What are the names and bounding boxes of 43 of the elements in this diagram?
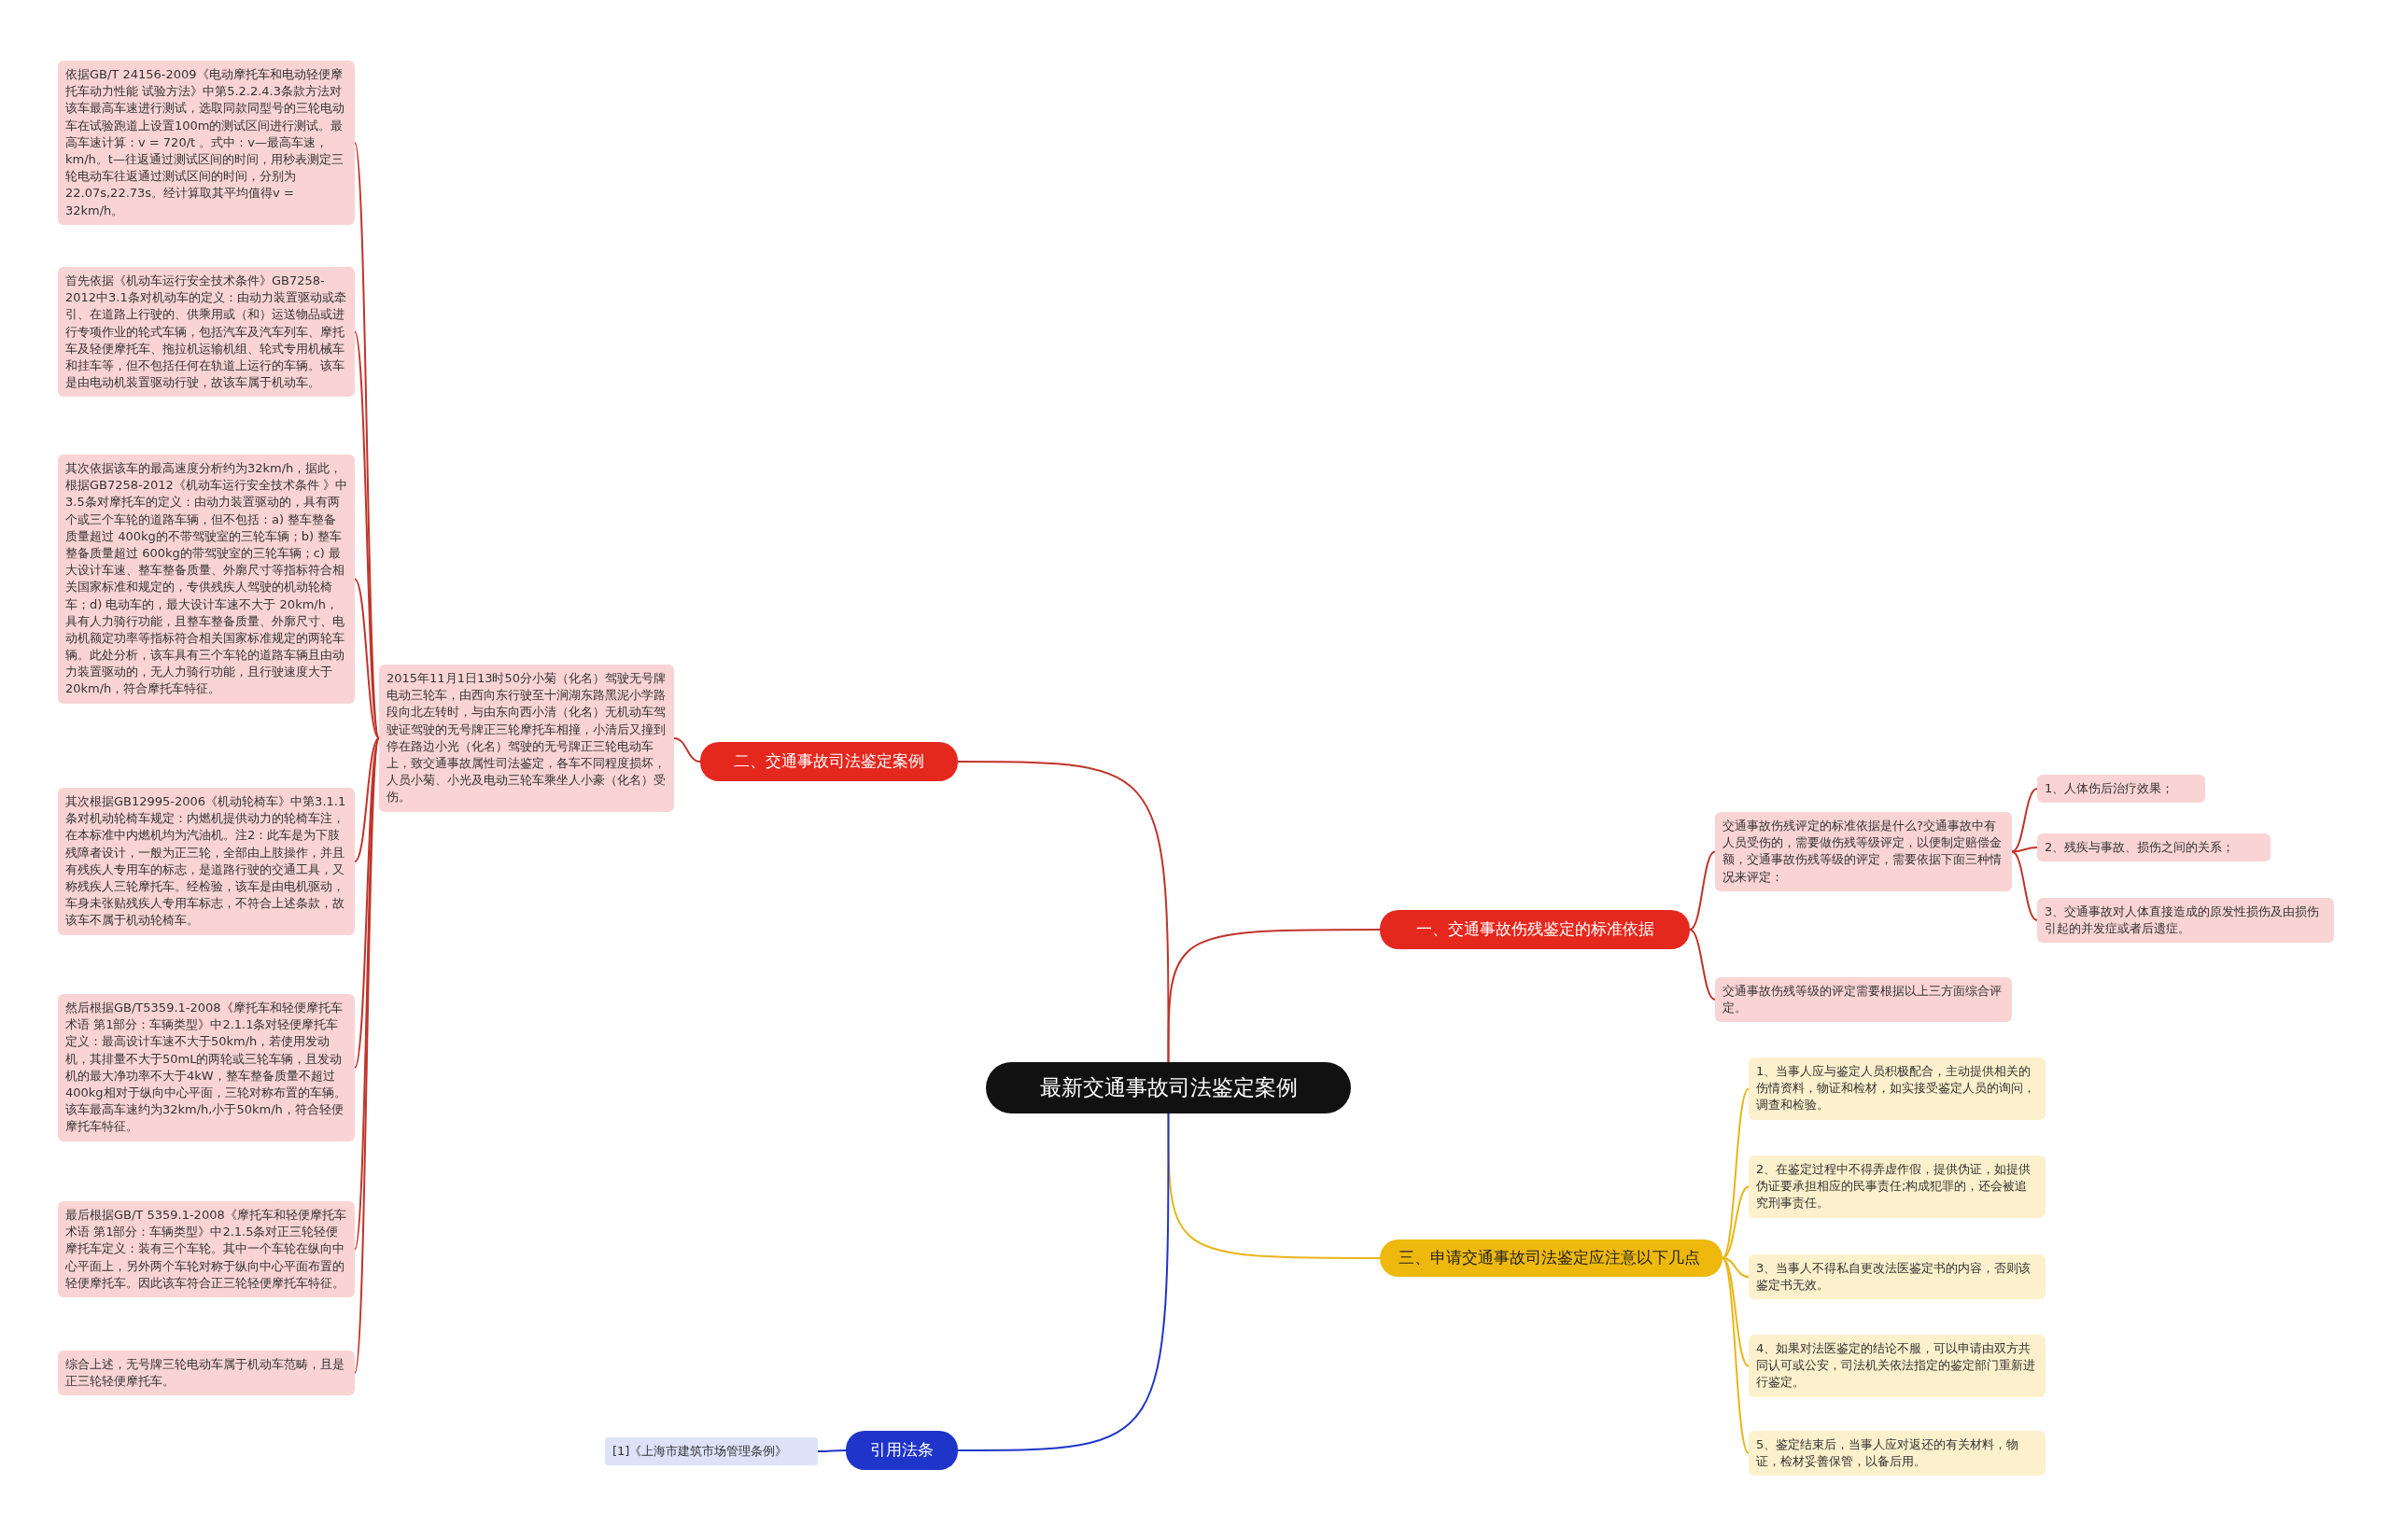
central-topic: 最新交通事故司法鉴定案例 — [986, 1062, 1351, 1114]
connector-line — [1167, 929, 1381, 1063]
connector-line — [1689, 850, 1716, 931]
note-card: 4、如果对法医鉴定的结论不服，可以申请由双方共同认可或公安，司法机关依法指定的鉴定部门重新进行鉴定。 — [1749, 1335, 2046, 1397]
note-card: 3、当事人不得私自更改法医鉴定书的内容，否则该鉴定书无效。 — [1749, 1254, 2046, 1300]
note-card: 综合上述，无号牌三轮电动车属于机动车范畴，且是正三轮轻便摩托车。 — [58, 1351, 355, 1396]
connector-line — [354, 330, 380, 739]
connector-line — [354, 578, 380, 739]
connector-line — [1167, 1113, 1381, 1259]
note-card: 其次依据该车的最高速度分析约为32km/h，据此，根据GB7258-2012《机动车运行安全技术条件 》中3.5条对摩托车的定义：由动力装置驱动的，具有两个或三个车轮的道路车辆，但不包括：a) 整车整备质量超过 400kg的不带驾驶室的三轮车辆；b) 整车整备质量超过 600kg的带驾驶室的三轮车辆；c) 最大设计车速、整车整备质量、外廓尺寸等指标符合相关国家标准和规定的，专供残疾人驾驶的机动轮椅车；d) 电动车的，最大设计车速不大于 20km/h，具有人力骑行功能，且整车整备质量、外廓尺寸、电动机额定功率等指标符合相关国家标准规定的两轮车辆。此处分析，该车具有三个车轮的道路车辆且由动力装置驱动的，无人力骑行功能，且行驶速度大于20km/h，符合摩托车特征。 — [58, 455, 355, 704]
note-card: 依据GB/T 24156-2009《电动摩托车和电动轻便摩托车动力性能 试验方法》中第5.2.2.4.3条款方法对该车最高车速进行测试，选取同款同型号的三轮电动车在试验跑道上设置100m的测试区间进行测试。最高车速计算：v = 720/t 。式中：v—最高车速，km/h。t—往返通过测试区间的时间，用秒表测定三轮电动车往返通过测试区间的时间，分别为22.07s,22.73s。经计算取其平均值得v = 32km/h。 — [58, 61, 355, 225]
connector-line — [1722, 1257, 1750, 1454]
note-card: 首先依据《机动车运行安全技术条件》GB7258-2012中3.1条对机动车的定义：由动力装置驱动或牵引、在道路上行驶的、供乘用或（和）运送物品或进行专项作业的轮式车辆，包括汽车及汽车列车、摩托车及轻便摩托车、拖拉机运输机组、轮式专用机械车和挂车等，但不包括任何在轨道上运行的车辆。该车是由电动机装置驱动行驶，故该车属于机动车。 — [58, 267, 355, 398]
branch-topic: 三、申请交通事故司法鉴定应注意以下几点 — [1380, 1239, 1722, 1277]
note-card: 2015年11月1日13时50分小菊（化名）驾驶无号牌电动三轮车，由西向东行驶至十涧湖东路黑泥小学路段向北左转时，与由东向西小清（化名）无机动车驾驶证驾驶的无号牌正三轮摩托车相撞，小清后又撞到停在路边小光（化名）驾驶的无号牌正三轮电动车上，致交通事故属性司法鉴定，各车不同程度损坏，人员小菊、小光及电动三轮车乘坐人小豪（化名）受伤。 — [379, 665, 674, 812]
note-card: 然后根据GB/T5359.1-2008《摩托车和轻便摩托车术语 第1部分：车辆类型》中2.1.1条对轻便摩托车定义：最高设计车速不大于50km/h，若使用发动机，其排量不大于50mL的两轮或三轮车辆，且发动机的最大净功率不大于4kW，整车整备质量不超过400kg相对于纵向中心平面，三轮对称布置的车辆。该车最高车速约为32km/h,小于50km/h，符合轻便摩托车特征。 — [58, 994, 355, 1141]
connector-line — [673, 737, 701, 763]
connector-line — [1722, 1185, 1750, 1259]
connector-line — [354, 737, 380, 862]
note-card: 1、当事人应与鉴定人员积极配合，主动提供相关的伤情资料，物证和检材，如实接受鉴定人员的询问，调查和检验。 — [1749, 1057, 2046, 1120]
connector-line — [2011, 850, 2038, 921]
connector-line — [1722, 1257, 1750, 1278]
connector-line — [1689, 929, 1716, 1001]
note-card: 3、交通事故对人体直接造成的原发性损伤及由损伤引起的并发症或者后遗症。 — [2037, 898, 2334, 944]
note-card: 2、残疾与事故、损伤之间的关系； — [2037, 833, 2270, 862]
branch-topic: 引用法条 — [846, 1431, 958, 1470]
note-card: 5、鉴定结束后，当事人应对返还的有关材料，物证，检材妥善保管，以备后用。 — [1749, 1431, 2046, 1477]
note-card: 其次根据GB12995-2006《机动轮椅车》中第3.1.1条对机动轮椅车规定：内燃机提供动力的轮椅车注，在本标准中内燃机均为汽油机。注2：此车是为下肢残障者设计，一般为正三轮，全部由上肢操作，并且有残疾人专用车的标志，是道路行驶的交通工具，又称残疾人三轮摩托车。经检验，该车是由电机驱动，车身未张贴残疾人专用车标志，不符合上述条款，故该车不属于机动轮椅车。 — [58, 788, 355, 935]
note-card: 交通事故伤残评定的标准依据是什么?交通事故中有人员受伤的，需要做伤残等级评定，以便制定赔偿金额，交通事故伤残等级的评定，需要依据下面三种情况来评定： — [1715, 812, 2012, 891]
note-card: 2、在鉴定过程中不得弄虚作假，提供伪证，如提供伪证要承担相应的民事责任;构成犯罪的，还会被追究刑事责任。 — [1749, 1155, 2046, 1218]
reference-card: [1]《上海市建筑市场管理条例》 — [605, 1437, 818, 1466]
note-card: 最后根据GB/T 5359.1-2008《摩托车和轻便摩托车术语 第1部分：车辆类型》中2.1.5条对正三轮轻便摩托车定义：装有三个车轮。其中一个车轮在纵向中心平面上，另外两个车轮对称于纵向中心平面布置的轻便摩托车。因此该车符合正三轮轻便摩托车特征。 — [58, 1201, 355, 1297]
branch-topic: 二、交通事故司法鉴定案例 — [700, 742, 958, 781]
note-card: 1、人体伤后治疗效果； — [2037, 775, 2205, 804]
note-card: 交通事故伤残等级的评定需要根据以上三方面综合评定。 — [1715, 977, 2012, 1023]
branch-topic: 一、交通事故伤残鉴定的标准依据 — [1380, 910, 1690, 949]
connector-line — [957, 761, 1170, 1063]
connector-line — [1722, 1087, 1750, 1259]
connector-line — [2011, 788, 2038, 853]
connector-line — [2011, 847, 2038, 853]
connector-line — [957, 1113, 1170, 1451]
connector-line — [1722, 1257, 1750, 1367]
connector-line — [817, 1449, 847, 1452]
